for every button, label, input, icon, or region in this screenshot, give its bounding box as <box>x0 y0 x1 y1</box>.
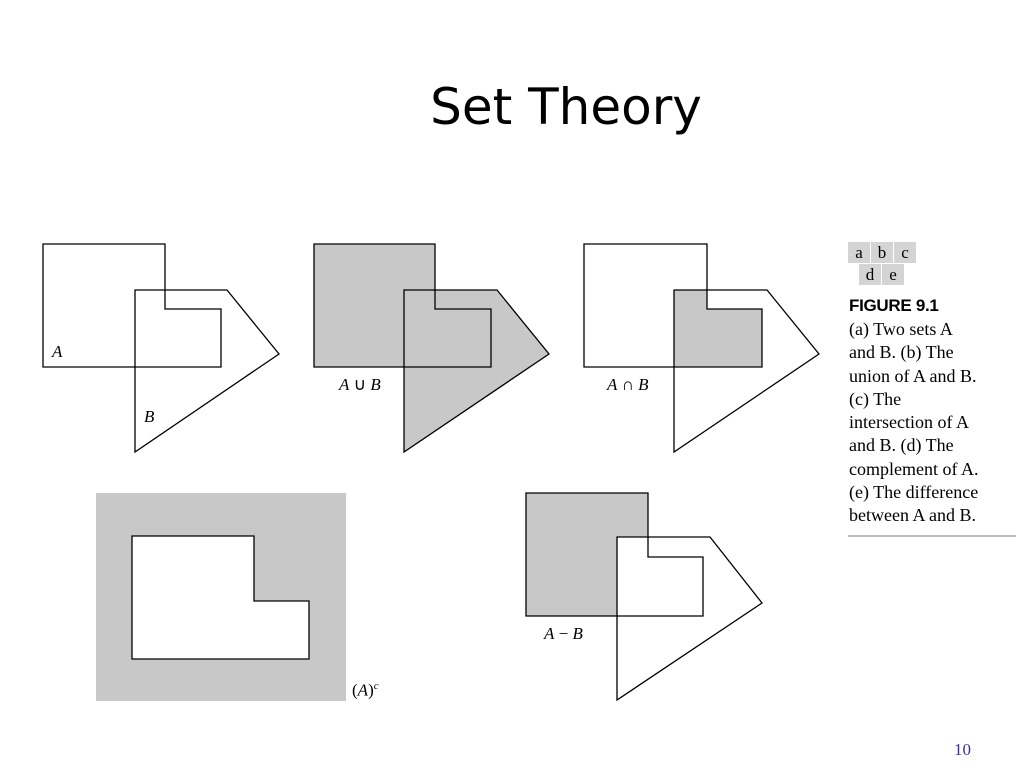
intersection-shaded-region <box>674 290 762 367</box>
set-a-shape <box>42 243 222 368</box>
label-set-b: B <box>144 407 155 426</box>
complement-set-a-hole <box>131 535 310 660</box>
key-cell-c: c <box>894 242 916 263</box>
caption-line: (e) The difference <box>849 482 979 503</box>
label-union: A ∪ B <box>339 375 381 394</box>
union-set-a-outline <box>313 243 492 368</box>
panel-c-intersection <box>583 243 820 454</box>
caption-line: union of A and B. <box>849 365 977 386</box>
caption-line: intersection of A <box>849 412 969 433</box>
set-b-shape <box>134 289 280 454</box>
key-cell-a: a <box>848 242 870 263</box>
page-number: 10 <box>954 740 971 759</box>
difference-set-a-outline <box>525 492 704 617</box>
label-complement: (A)c <box>352 680 379 700</box>
intersection-set-a-outline <box>583 243 763 368</box>
panel-b-union <box>313 243 550 454</box>
caption-line: (a) Two sets A <box>849 319 953 339</box>
key-cell-b: b <box>871 242 893 263</box>
caption-divider <box>848 535 1016 537</box>
label-intersection: A ∩ B <box>607 375 649 394</box>
label-set-a: A <box>52 342 63 361</box>
caption-line: and B. (b) The <box>849 342 954 363</box>
panel-d-complement <box>96 493 346 701</box>
union-set-b-outline <box>403 289 550 454</box>
caption-line: between A and B. <box>849 505 976 526</box>
panel-e-difference <box>525 492 763 702</box>
figure-caption: FIGURE 9.1 (a) Two sets A and B. (b) The… <box>849 296 1019 528</box>
slide-title: Set Theory <box>430 78 702 136</box>
caption-heading: FIGURE 9.1 <box>849 296 939 315</box>
key-cell-d: d <box>859 264 881 285</box>
union-shaded-region <box>314 244 549 452</box>
caption-line: (c) The <box>849 388 902 409</box>
key-cell-e: e <box>882 264 904 285</box>
subfigure-key: a b c d e <box>848 242 938 287</box>
difference-shaded-region <box>526 493 648 616</box>
caption-line: complement of A. <box>849 458 979 479</box>
label-difference: A − B <box>544 624 583 643</box>
difference-set-b-outline <box>616 536 763 702</box>
intersection-set-b-outline <box>673 289 820 454</box>
caption-line: and B. (d) The <box>849 435 954 456</box>
